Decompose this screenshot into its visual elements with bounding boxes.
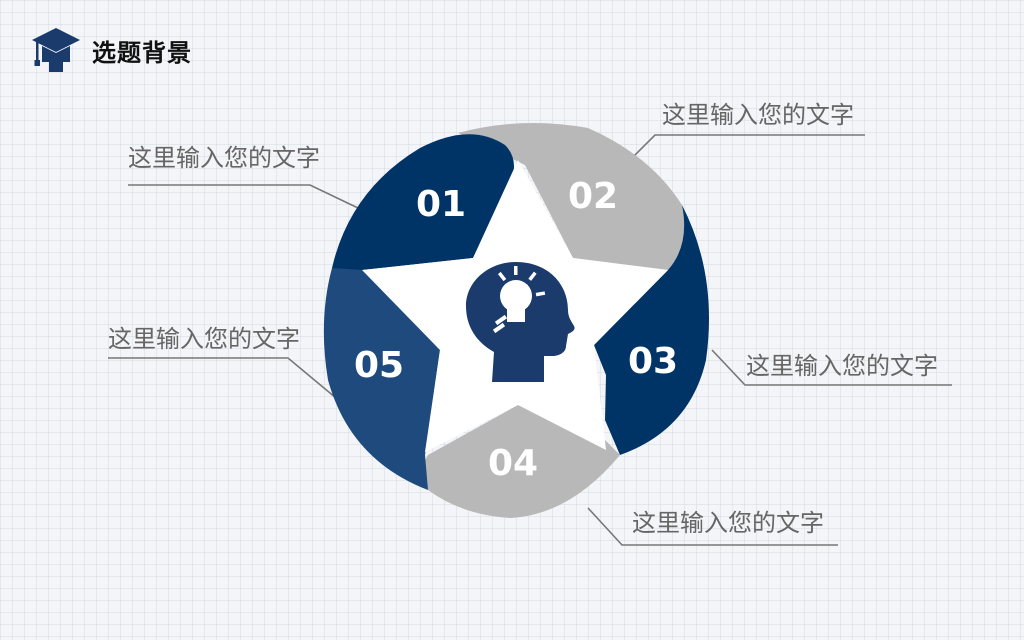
- segment-number-02: 02: [568, 176, 618, 217]
- leader-line-03: [711, 349, 952, 386]
- callout-label-04: 这里输入您的文字: [632, 509, 824, 537]
- callout-label-05: 这里输入您的文字: [108, 325, 300, 353]
- callout-label-02: 这里输入您的文字: [662, 101, 854, 129]
- leader-line-05: [108, 357, 337, 399]
- segment-number-01: 01: [416, 184, 466, 225]
- callout-label-01: 这里输入您的文字: [128, 144, 320, 172]
- segment-02[interactable]: [458, 123, 685, 270]
- header: 选题背景: [30, 24, 192, 76]
- segment-03[interactable]: [594, 205, 709, 455]
- graduation-cap-icon: [32, 28, 80, 72]
- segment-number-03: 03: [628, 341, 678, 382]
- callout-label-03: 这里输入您的文字: [746, 352, 938, 380]
- segment-04[interactable]: [423, 405, 620, 518]
- segment-01[interactable]: [332, 134, 514, 270]
- segment-number-05: 05: [354, 345, 404, 386]
- page-title: 选题背景: [92, 38, 192, 67]
- leader-line-01: [128, 184, 359, 209]
- segment-05[interactable]: [323, 268, 440, 490]
- leader-line-02: [627, 134, 865, 163]
- leader-line-04: [587, 507, 838, 546]
- segment-number-04: 04: [488, 443, 538, 484]
- head-lightbulb-icon: [466, 262, 575, 382]
